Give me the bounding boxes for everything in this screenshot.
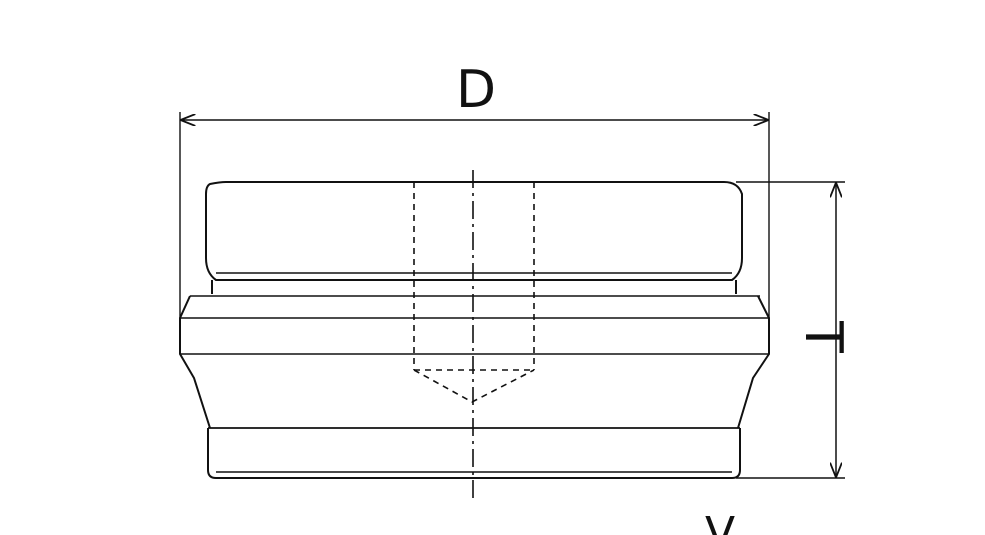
- dimension-t-label: T: [793, 320, 853, 353]
- top-cap: [205, 181, 743, 281]
- neck-sides: [211, 280, 737, 294]
- hidden-bore: [413, 182, 535, 403]
- drill-point-hidden-line: [413, 369, 535, 403]
- partial-footer-text: V: [705, 508, 735, 535]
- dimension-d-label: D: [456, 60, 496, 120]
- dimension-t: T: [736, 181, 853, 479]
- base-outline: [207, 428, 741, 479]
- dimension-d: D: [179, 60, 770, 322]
- middle-band-outline: [179, 295, 770, 429]
- part-body: [179, 181, 770, 479]
